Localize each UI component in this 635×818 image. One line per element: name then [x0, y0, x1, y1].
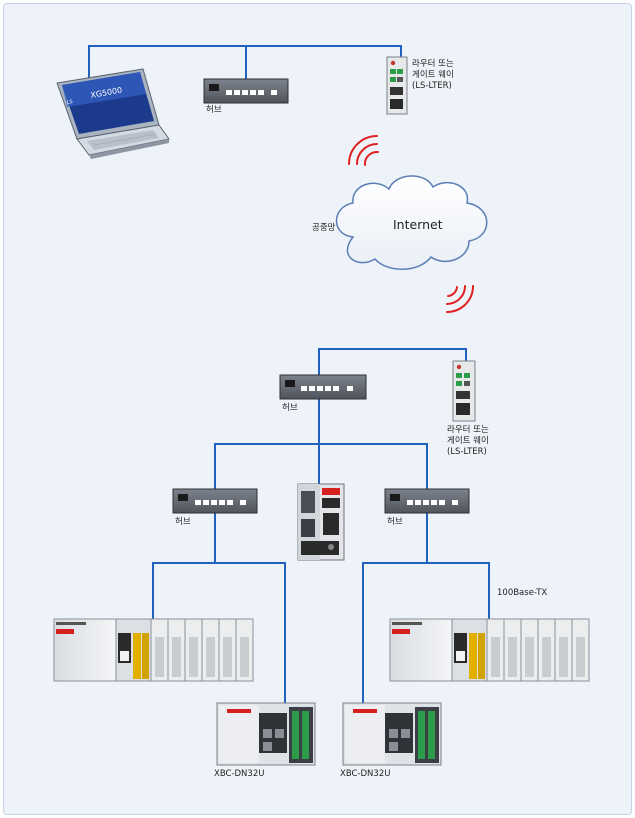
network-spec-label: 100Base-TX: [497, 588, 547, 598]
network-wires: [88, 45, 490, 703]
laptop-brand: LS: [66, 99, 73, 106]
hub-left: 허브: [172, 488, 258, 527]
router-top-label-1: 라우터 또는: [412, 59, 454, 69]
wire-distribution: [214, 443, 428, 489]
internet-cloud: Internet: [335, 175, 488, 270]
router-bottom: 라우터 또는 게이트 웨이 (LS-LTER): [447, 360, 489, 457]
plc-rack-left: [53, 618, 254, 682]
hub-main-label: 허브: [282, 403, 298, 413]
hub-top: 허브: [203, 78, 289, 115]
hub-left-label: 허브: [175, 517, 191, 527]
plc-cpu-module: [297, 483, 345, 561]
xbc-module-left-label: XBC-DN32U: [214, 769, 264, 779]
cloud-label: Internet: [393, 217, 443, 232]
wire-left-plc: [152, 513, 216, 621]
diagram-frame: XG5000 LS 허브 라우터 또는 게이트 웨이 (LS-LTER): [3, 3, 632, 815]
wire-left-module: [215, 562, 286, 703]
public-net-label: 공중망: [312, 222, 336, 233]
wireless-signal-top: [348, 135, 379, 166]
hub-right: 허브: [384, 488, 470, 527]
wireless-signal-bottom: [446, 285, 474, 313]
hub-main: 허브: [279, 374, 367, 413]
network-diagram: XG5000 LS 허브 라우터 또는 게이트 웨이 (LS-LTER): [53, 45, 590, 779]
wire-right-plc: [426, 513, 490, 621]
wire-right-module: [362, 562, 427, 703]
hub-right-label: 허브: [387, 517, 403, 527]
router-bottom-label-3: (LS-LTER): [447, 447, 487, 457]
router-top: 라우터 또는 게이트 웨이 (LS-LTER): [386, 56, 454, 115]
router-bottom-label-1: 라우터 또는: [447, 425, 489, 435]
router-top-label-2: 게이트 웨이: [412, 69, 454, 80]
plc-rack-right: [389, 618, 590, 682]
laptop: XG5000 LS: [56, 68, 170, 159]
xbc-module-right: XBC-DN32U: [340, 702, 442, 779]
xbc-module-left: XBC-DN32U: [214, 702, 316, 779]
router-top-label-3: (LS-LTER): [412, 81, 452, 91]
xbc-module-right-label: XBC-DN32U: [340, 769, 390, 779]
router-bottom-label-2: 게이트 웨이: [447, 435, 489, 446]
wire-bottom-bus: [318, 348, 467, 375]
hub-top-label: 허브: [206, 105, 222, 115]
